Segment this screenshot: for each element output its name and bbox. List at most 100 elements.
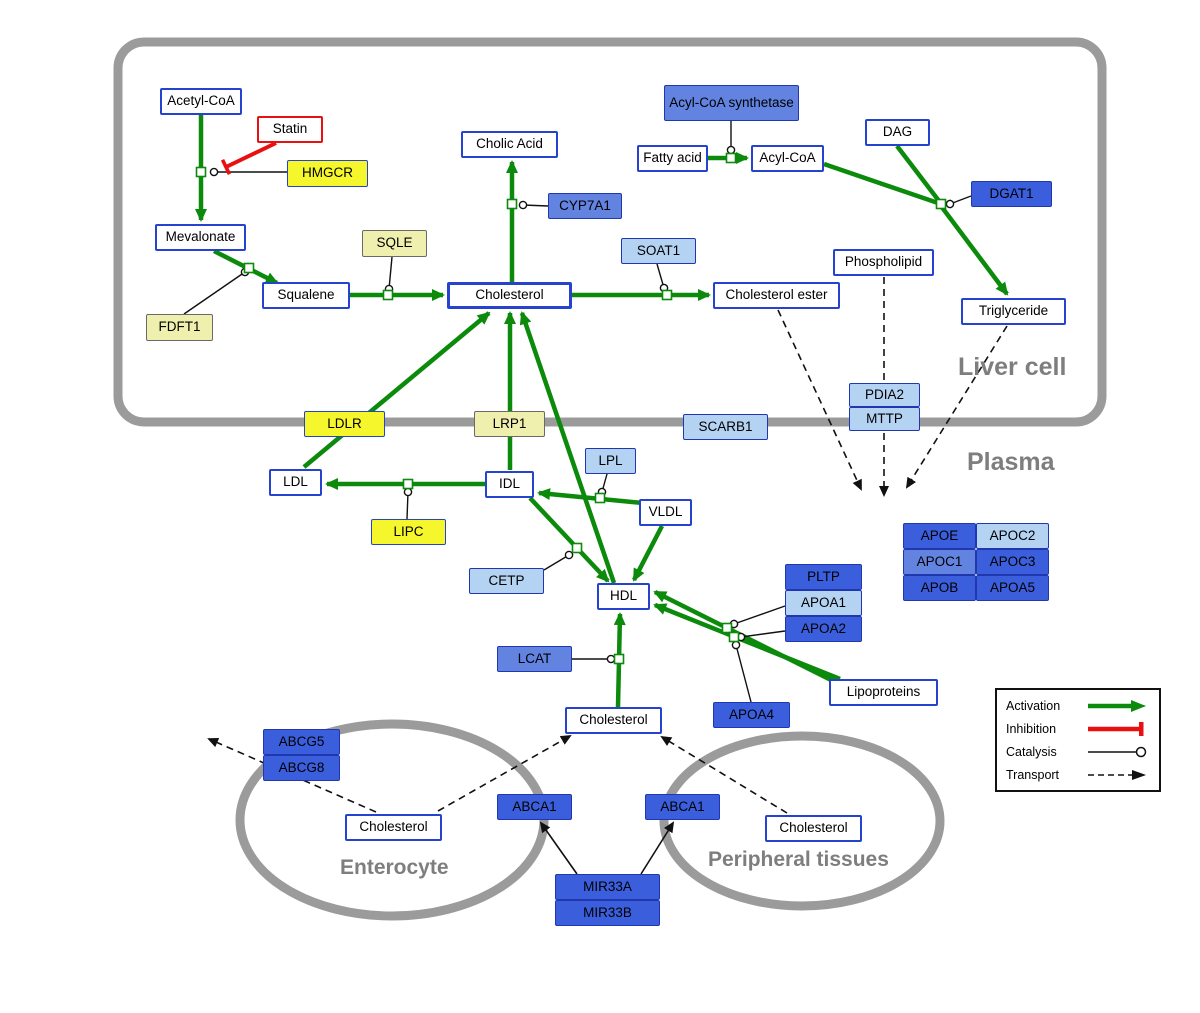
node-fdft1[interactable]: FDFT1 <box>146 314 213 341</box>
liver-cell-compartment <box>113 37 1107 427</box>
edge-anchor <box>594 492 606 504</box>
legend-label-transport: Transport <box>1006 767 1060 782</box>
legend-item-activation: Activation <box>1006 695 1150 717</box>
legend-label-catalysis: Catalysis <box>1006 744 1057 759</box>
peripheral-tissues-label: Peripheral tissues <box>708 848 889 871</box>
node-squalene[interactable]: Squalene <box>262 282 350 309</box>
node-abca1-right[interactable]: ABCA1 <box>645 794 720 820</box>
node-cetp[interactable]: CETP <box>469 568 544 594</box>
node-cholesterol-liver[interactable]: Cholesterol <box>447 282 572 309</box>
enterocyte-label: Enterocyte <box>340 856 449 879</box>
node-acyl-coa-synthetase[interactable]: Acyl-CoA synthetase <box>664 85 799 121</box>
node-pltp[interactable]: PLTP <box>785 564 862 590</box>
node-apoa1[interactable]: APOA1 <box>785 590 862 616</box>
node-scarb1[interactable]: SCARB1 <box>683 414 768 440</box>
plasma-label: Plasma <box>967 448 1055 476</box>
node-apoa4[interactable]: APOA4 <box>713 702 790 728</box>
node-apoc2[interactable]: APOC2 <box>976 523 1049 549</box>
node-soat1[interactable]: SOAT1 <box>621 238 696 264</box>
node-ldl[interactable]: LDL <box>269 469 322 496</box>
node-mir33a[interactable]: MIR33A <box>555 874 660 900</box>
edge-anchor <box>382 289 394 301</box>
node-apoe[interactable]: APOE <box>903 523 976 549</box>
node-abcg5[interactable]: ABCG5 <box>263 729 340 755</box>
node-statin[interactable]: Statin <box>257 116 323 143</box>
node-lcat[interactable]: LCAT <box>497 646 572 672</box>
edge-ldl-to-cholesterol <box>302 311 491 469</box>
node-fatty-acid[interactable]: Fatty acid <box>637 145 708 172</box>
node-abcg8[interactable]: ABCG8 <box>263 755 340 781</box>
node-pdia2[interactable]: PDIA2 <box>849 383 920 407</box>
node-cyp7a1[interactable]: CYP7A1 <box>548 193 622 219</box>
edge-mir33-to-abca1-left <box>539 821 578 875</box>
node-idl[interactable]: IDL <box>485 471 534 498</box>
edge-enterocyte-cholesterol-efflux-abcg <box>207 738 377 813</box>
node-apob[interactable]: APOB <box>903 575 976 601</box>
node-mevalonate[interactable]: Mevalonate <box>155 224 246 251</box>
edge-lipoproteins-to-hdl-lower <box>653 602 841 682</box>
node-cholesterol-plasma[interactable]: Cholesterol <box>565 707 662 734</box>
node-lipoproteins[interactable]: Lipoproteins <box>829 679 938 706</box>
node-mir33b[interactable]: MIR33B <box>555 900 660 926</box>
node-apoc3[interactable]: APOC3 <box>976 549 1049 575</box>
edge-cyp7a1-catalysis <box>518 200 549 210</box>
edge-soat1-catalysis <box>656 263 669 293</box>
edge-hdl-to-cholesterol <box>519 311 617 584</box>
node-phospholipid[interactable]: Phospholipid <box>833 249 934 276</box>
edge-anchor <box>728 631 740 643</box>
edge-anchor <box>935 198 947 210</box>
edge-junction-to-triglyceride <box>939 204 1009 296</box>
edge-triglyceride-secretion <box>905 325 1008 489</box>
legend-item-transport: Transport <box>1006 764 1150 786</box>
edge-idl-to-hdl-cetp <box>528 496 610 583</box>
edge-lpl-catalysis <box>597 473 608 497</box>
edge-statin-inhibition <box>220 141 277 175</box>
edge-anchor <box>721 622 733 634</box>
node-dag[interactable]: DAG <box>865 119 930 146</box>
edge-anchor <box>243 262 255 274</box>
edge-cetp-catalysis <box>543 550 574 571</box>
legend-label-activation: Activation <box>1006 698 1061 713</box>
node-cholesterol-peripheral[interactable]: Cholesterol <box>765 815 862 842</box>
node-cholesterol-ester[interactable]: Cholesterol ester <box>713 282 840 309</box>
node-apoa2[interactable]: APOA2 <box>785 616 862 642</box>
node-cholic-acid[interactable]: Cholic Acid <box>461 131 558 158</box>
node-lrp1[interactable]: LRP1 <box>474 411 545 437</box>
edge-lipc-catalysis <box>403 487 413 520</box>
edge-anchor <box>195 166 207 178</box>
edge-sqle-catalysis <box>384 256 394 294</box>
edge-mir33-to-abca1-right <box>640 821 675 875</box>
edge-acylcoa-to-dgat-junction <box>823 161 939 206</box>
transport-dashed-arrow-icon <box>1088 769 1146 780</box>
node-apoc1[interactable]: APOC1 <box>903 549 976 575</box>
node-cholesterol-enterocyte[interactable]: Cholesterol <box>345 814 442 841</box>
catalysis-circle-icon <box>1088 746 1147 757</box>
node-apoa5[interactable]: APOA5 <box>976 575 1049 601</box>
node-mttp[interactable]: MTTP <box>849 407 920 431</box>
node-dgat1[interactable]: DGAT1 <box>971 181 1052 207</box>
edge-anchor <box>661 289 673 301</box>
node-ldlr[interactable]: LDLR <box>304 411 385 437</box>
edge-dag-to-dgat-junction <box>895 144 941 203</box>
node-triglyceride[interactable]: Triglyceride <box>961 298 1066 325</box>
edge-vldl-to-hdl <box>632 524 664 582</box>
node-vldl[interactable]: VLDL <box>639 499 692 526</box>
node-acyl-coa[interactable]: Acyl-CoA <box>751 145 824 172</box>
node-hdl[interactable]: HDL <box>597 583 650 610</box>
node-abca1-left[interactable]: ABCA1 <box>497 794 572 820</box>
node-sqle[interactable]: SQLE <box>362 230 427 257</box>
edge-vldl-to-idl <box>537 488 644 506</box>
node-acetyl-coa[interactable]: Acetyl-CoA <box>160 88 242 115</box>
node-hmgcr[interactable]: HMGCR <box>287 160 368 187</box>
legend-item-inhibition: Inhibition <box>1006 718 1150 740</box>
legend: Activation Inhibition Catalysis Transpor… <box>995 688 1161 792</box>
legend-label-inhibition: Inhibition <box>1006 721 1057 736</box>
node-lpl[interactable]: LPL <box>585 448 636 474</box>
edge-anchor <box>725 152 737 164</box>
node-lipc[interactable]: LIPC <box>371 519 446 545</box>
edge-anchor <box>613 653 625 665</box>
edge-apoa4-catalysis <box>731 640 752 703</box>
